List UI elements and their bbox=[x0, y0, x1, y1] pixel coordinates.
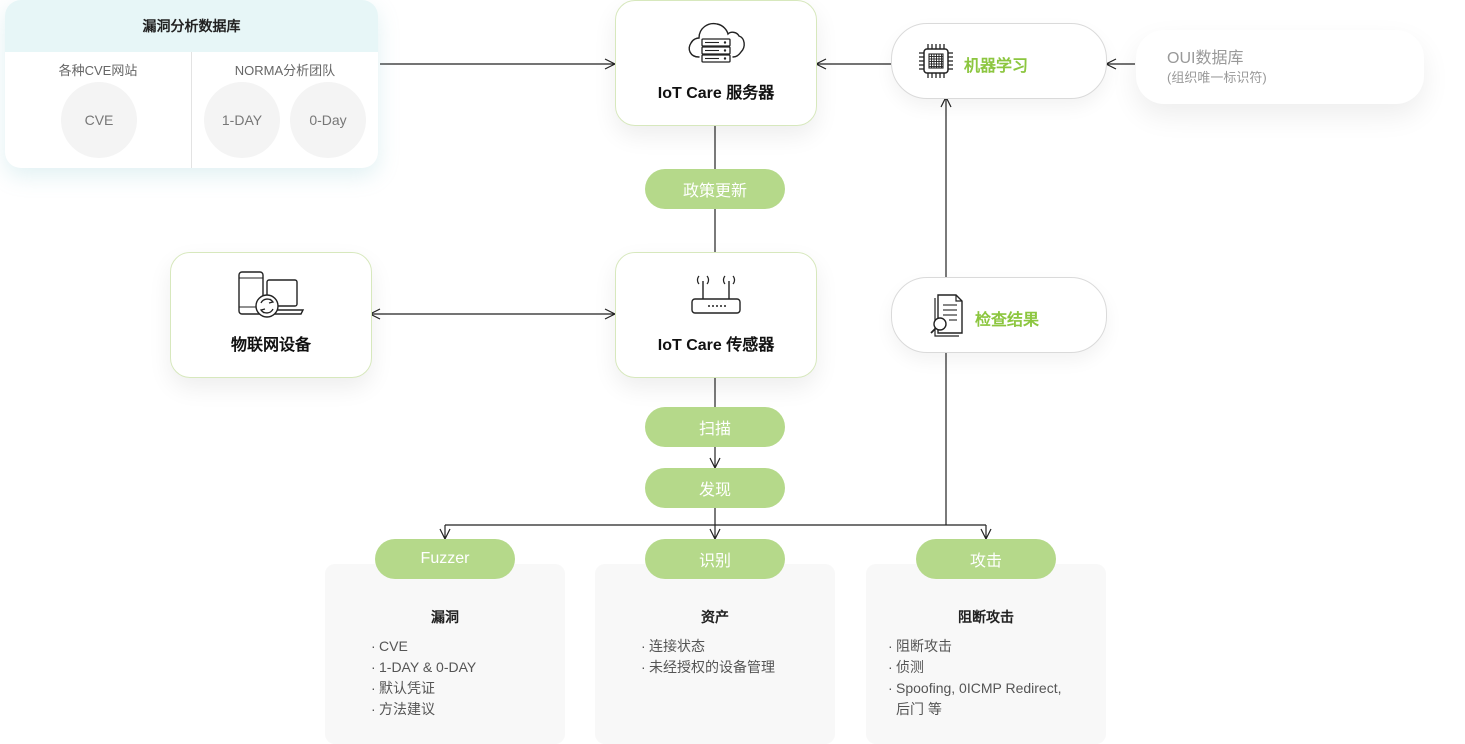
server-label: IoT Care 服务器 bbox=[657, 85, 775, 102]
sensor-label: IoT Care 传感器 bbox=[657, 337, 775, 354]
cve-group-label: 各种CVE网站 bbox=[58, 63, 138, 78]
discover-pill: 发现 bbox=[645, 468, 785, 508]
vuln-db-title: 漏洞分析数据库 bbox=[5, 0, 378, 52]
ml-node: 机器学习 bbox=[891, 23, 1107, 99]
list-item: 后门 等 bbox=[896, 701, 942, 717]
attack-pill: 攻击 bbox=[916, 539, 1056, 579]
chip-icon bbox=[919, 44, 953, 78]
vuln-db-divider bbox=[191, 52, 192, 168]
card-list: ·CVE ·1-DAY & 0-DAY ·默认凭证 ·方法建议 bbox=[371, 636, 476, 720]
card-title: 资产 bbox=[701, 609, 729, 625]
policy-update-pill: 政策更新 bbox=[645, 169, 785, 209]
iot-device-node: 物联网设备 bbox=[170, 252, 372, 378]
list-item: ·1-DAY & 0-DAY bbox=[371, 659, 477, 675]
ml-label: 机器学习 bbox=[964, 58, 1029, 75]
vuln-db-panel: 漏洞分析数据库 各种CVE网站 NORMA分析团队 CVE 1-DAY 0-Da… bbox=[5, 0, 378, 168]
list-item: ·CVE bbox=[371, 638, 408, 654]
zeroday-circle: 0-Day bbox=[290, 82, 366, 158]
cloud-server-icon bbox=[688, 22, 745, 63]
card-title: 阻断攻击 bbox=[958, 609, 1014, 625]
router-icon bbox=[691, 275, 741, 314]
list-item: ·默认凭证 bbox=[371, 680, 435, 696]
list-item: ·阻断攻击 bbox=[888, 638, 952, 654]
card-list: ·阻断攻击 ·侦测 ·Spoofing, 0ICMP Redirect, 后门 … bbox=[888, 636, 1062, 720]
inspection-label: 检查结果 bbox=[975, 312, 1040, 329]
list-item: ·Spoofing, 0ICMP Redirect, bbox=[888, 680, 1062, 696]
list-item: ·未经授权的设备管理 bbox=[641, 659, 775, 675]
devices-sync-icon bbox=[238, 271, 305, 318]
cve-circle: CVE bbox=[61, 82, 137, 158]
attack-block-card: 阻断攻击 ·阻断攻击 ·侦测 ·Spoofing, 0ICMP Redirect… bbox=[866, 564, 1106, 744]
scan-pill: 扫描 bbox=[645, 407, 785, 447]
oui-db-node: OUI数据库 (组织唯一标识符) bbox=[1136, 30, 1424, 104]
sensor-node: IoT Care 传感器 bbox=[615, 252, 817, 378]
asset-card: 资产 ·连接状态 ·未经授权的设备管理 bbox=[595, 564, 835, 744]
iot-device-label: 物联网设备 bbox=[230, 337, 311, 354]
list-item: ·连接状态 bbox=[641, 638, 705, 654]
list-item: ·侦测 bbox=[888, 659, 924, 675]
norma-group-label: NORMA分析团队 bbox=[234, 63, 336, 78]
card-title: 漏洞 bbox=[431, 609, 459, 625]
server-node: IoT Care 服务器 bbox=[615, 0, 817, 126]
fuzzer-pill: Fuzzer bbox=[375, 539, 515, 579]
card-list: ·连接状态 ·未经授权的设备管理 bbox=[641, 636, 775, 678]
oneday-circle: 1-DAY bbox=[204, 82, 280, 158]
identify-pill: 识别 bbox=[645, 539, 785, 579]
list-item: ·方法建议 bbox=[371, 701, 435, 717]
oui-subtitle: (组织唯一标识符) bbox=[1167, 70, 1267, 85]
inspection-node: 检查结果 bbox=[891, 277, 1107, 353]
document-search-icon bbox=[930, 294, 963, 337]
vulnerability-card: 漏洞 ·CVE ·1-DAY & 0-DAY ·默认凭证 ·方法建议 bbox=[325, 564, 565, 744]
oui-title: OUI数据库 bbox=[1167, 50, 1244, 67]
